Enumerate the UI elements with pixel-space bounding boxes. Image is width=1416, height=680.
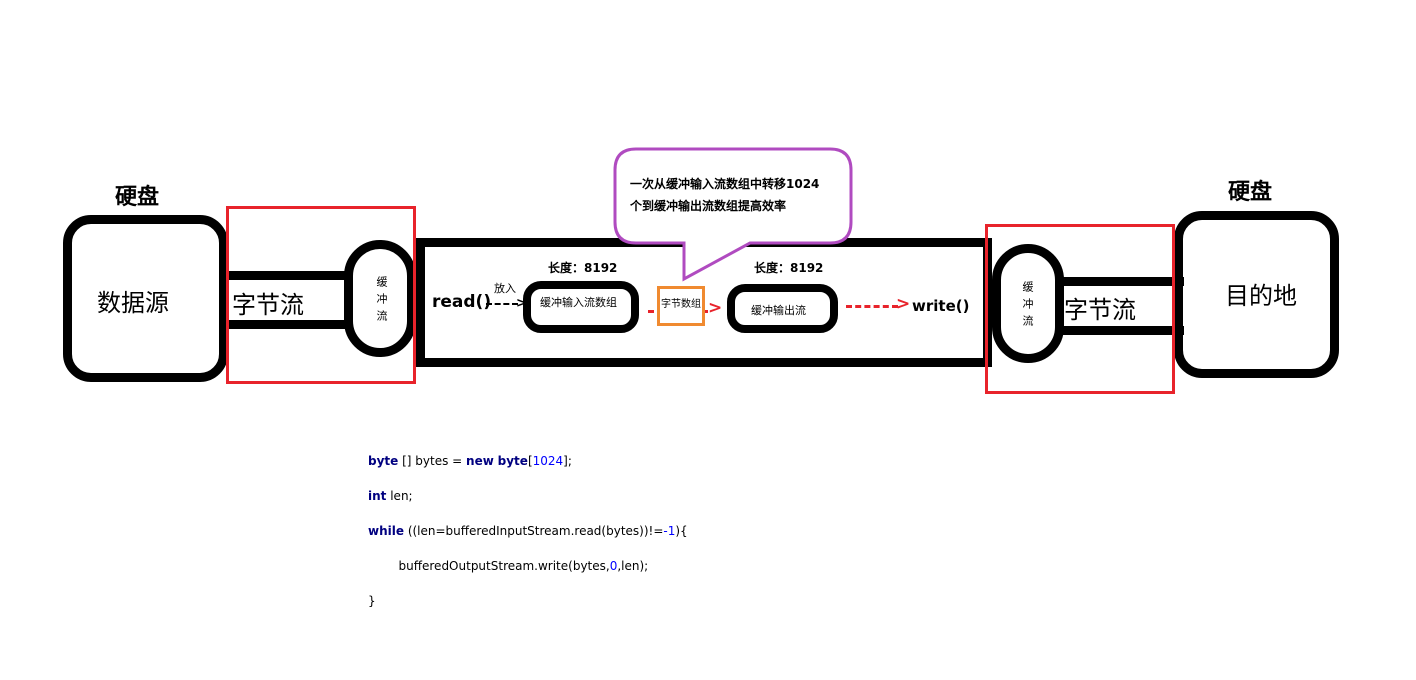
code-line-2: int len; [368,488,413,503]
code-line-4: bufferedOutputStream.write(bytes,0,len); [368,558,649,573]
read-label: read() [432,292,492,312]
right-byte-stream-pipe [1050,277,1184,335]
callout-bubble [613,147,853,282]
red-arrow-head-1: > [708,298,723,318]
output-length-label: 长度：8192 [754,261,824,275]
data-source-box [63,215,228,382]
right-disk-title: 硬盘 [1228,180,1273,205]
input-buffer-array-label: 缓冲输入流数组 [540,296,617,309]
left-disk-title: 硬盘 [115,185,160,210]
callout-text-line2: 个到缓冲输出流数组提高效率 [630,199,787,213]
left-byte-stream-label: 字节流 [232,291,304,319]
input-buffer-array-box [523,281,639,333]
red-arrow-head-2: > [896,294,911,314]
right-red-frame [985,224,1175,394]
read-dashed-arrow [486,303,518,305]
dest-label: 目的地 [1225,282,1297,310]
write-label: write() [912,297,970,315]
dest-box [1174,211,1339,378]
left-red-frame [226,206,416,384]
output-buffer-array-box [727,284,838,333]
code-snippet: byte [] bytes = new byte[1024]; int len;… [368,435,688,628]
right-byte-stream-label: 字节流 [1064,296,1136,324]
code-line-5: } [368,593,376,608]
output-buffer-array-label: 缓冲输出流 [751,304,806,317]
right-buffer-stream-label: 缓冲流 [1021,281,1034,332]
put-in-label: 放入 [494,282,516,295]
read-arrow-head: > [516,296,527,311]
right-buffer-stream-capsule [992,244,1064,363]
byte-array-label: 字节数组 [661,299,701,310]
left-buffer-stream-label: 缓冲流 [375,276,388,327]
red-dashed-line-2 [846,305,898,308]
callout-text-line1: 一次从缓冲输入流数组中转移1024 [630,177,820,191]
byte-array-box [657,286,705,326]
code-line-1: byte [] bytes = new byte[1024]; [368,453,572,468]
data-source-label: 数据源 [97,289,169,317]
left-byte-stream-pipe [224,271,354,329]
left-buffer-stream-capsule [344,240,416,357]
input-length-label: 长度：8192 [548,261,618,275]
code-line-3: while ((len=bufferedInputStream.read(byt… [368,523,688,538]
